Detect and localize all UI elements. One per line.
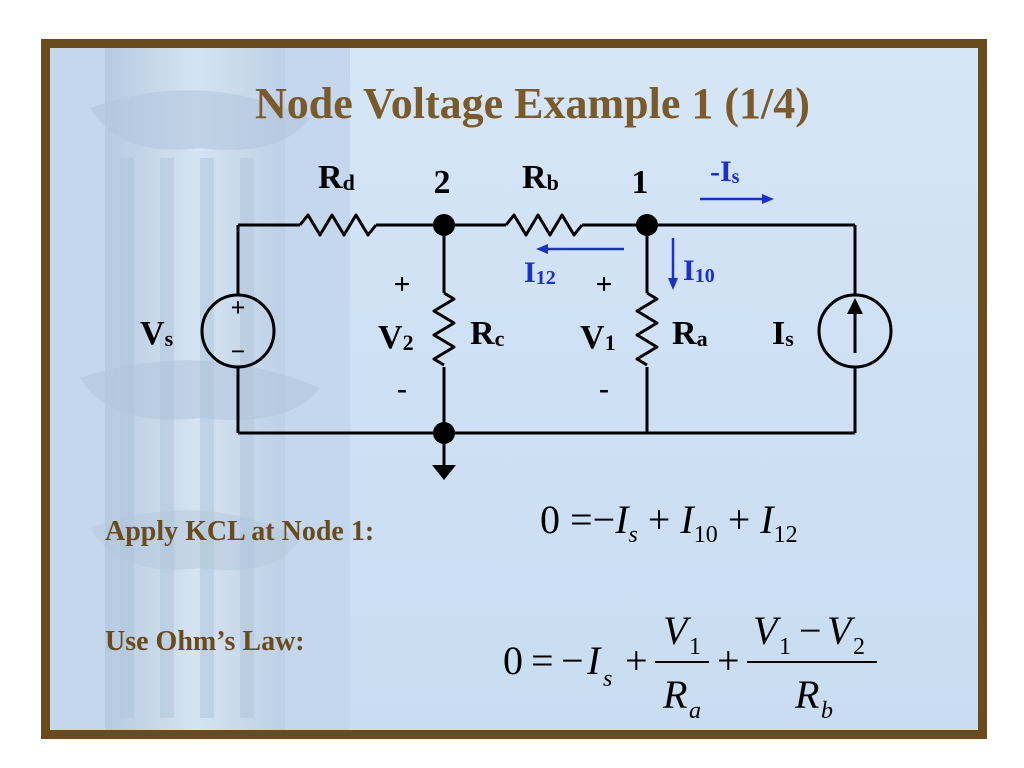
- svg-text:0: 0: [503, 638, 523, 683]
- svg-text:−: −: [561, 638, 584, 683]
- svg-text:R: R: [662, 672, 687, 717]
- label-rd: Rd: [318, 159, 355, 196]
- svg-text:+: +: [717, 638, 740, 683]
- current-source-is: [817, 293, 893, 369]
- slide-title: Node Voltage Example 1 (1/4): [255, 79, 810, 128]
- circuit-diagram: 2 1 Rd Rb Rc Ra Vs Is + − + V2 - + V1 - …: [140, 155, 893, 480]
- svg-text:2: 2: [853, 634, 865, 660]
- label-vs: Vs: [140, 315, 174, 352]
- resistor-rc: [432, 291, 456, 367]
- label-rc: Rc: [470, 315, 505, 352]
- svg-text:I: I: [586, 638, 602, 683]
- svg-text:b: b: [821, 698, 833, 724]
- background-column-image: [50, 48, 350, 730]
- label-i12: I12: [524, 256, 556, 289]
- resistor-ra: [635, 291, 659, 367]
- v1-plus: +: [595, 268, 612, 301]
- vs-minus: −: [231, 337, 246, 366]
- svg-text:V: V: [827, 608, 856, 653]
- node-1-label: 1: [632, 164, 649, 201]
- label-is: Is: [772, 315, 794, 352]
- node-2-label: 2: [434, 164, 451, 201]
- ground-icon: [432, 465, 456, 480]
- kcl-label: Apply KCL at Node 1:: [105, 516, 375, 547]
- svg-text:V: V: [663, 608, 692, 653]
- ohm-equation: 0 = − I s + V 1 R a + V 1 − V 2 R b: [503, 608, 877, 724]
- node-1-dot: [636, 214, 658, 236]
- label-v2: V2: [378, 319, 414, 356]
- voltage-source-vs: [200, 293, 276, 369]
- kcl-equation: 0 =−Is + I10 + I12: [540, 497, 798, 548]
- svg-text:=: =: [531, 638, 554, 683]
- svg-text:V: V: [753, 608, 782, 653]
- slide-frame: Node Voltage Example 1 (1/4): [41, 39, 987, 739]
- node-2-dot: [433, 214, 455, 236]
- resistor-rd: [298, 213, 378, 237]
- v1-minus: -: [599, 372, 609, 405]
- label-rb: Rb: [522, 159, 559, 196]
- ohm-label: Use Ohm’s Law:: [105, 626, 305, 657]
- svg-text:1: 1: [779, 634, 791, 660]
- svg-text:−: −: [799, 608, 822, 653]
- label-neg-is: -Is: [710, 155, 740, 188]
- svg-text:a: a: [689, 698, 701, 724]
- label-i10: I10: [683, 254, 715, 287]
- v2-minus: -: [397, 372, 407, 405]
- svg-text:R: R: [794, 672, 819, 717]
- vs-plus: +: [231, 293, 246, 322]
- label-v1: V1: [580, 319, 616, 356]
- svg-text:s: s: [603, 666, 612, 692]
- label-ra: Ra: [672, 315, 708, 352]
- resistor-rb: [504, 213, 584, 237]
- svg-text:+: +: [625, 638, 648, 683]
- v2-plus: +: [393, 268, 410, 301]
- ground-node-dot: [433, 422, 455, 444]
- svg-text:1: 1: [689, 634, 701, 660]
